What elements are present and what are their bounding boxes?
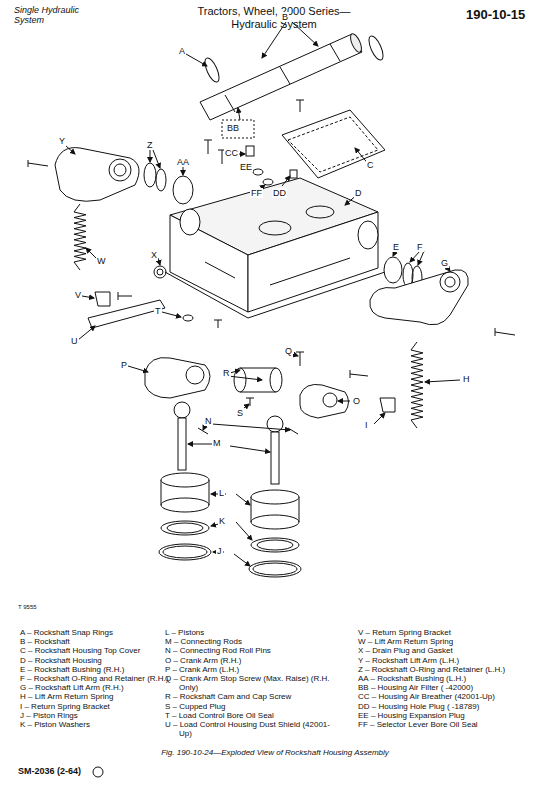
callout-letter: C <box>366 160 375 170</box>
o-ring <box>144 163 156 187</box>
legend-entry: N – Connecting Rod Roll Pins <box>165 646 339 655</box>
callout-letter: V <box>74 290 82 300</box>
bracket <box>95 292 110 306</box>
callout-letter: K <box>218 516 226 526</box>
legend-entry: Q – Crank Arm Stop Screw (Max. Raise) (R… <box>165 674 339 692</box>
legend-entry: M – Connecting Rods <box>165 637 339 646</box>
callout-letter: R <box>222 368 231 378</box>
legend-entry: E – Rockshaft Bushing (R.H.) <box>20 665 176 674</box>
legend-entry: I – Return Spring Bracket <box>20 702 176 711</box>
legend-entry: L – Pistons <box>165 628 339 637</box>
callout-letter: A <box>178 46 186 56</box>
legend-entry: J – Piston Rings <box>20 711 176 720</box>
callout-letter: G <box>440 258 449 268</box>
callout-letter: Z <box>146 140 154 150</box>
callout-letter: O <box>352 396 361 406</box>
callout-letter: FF <box>250 188 263 198</box>
filter-box <box>222 120 254 138</box>
legend-entry: A – Rockshaft Snap Rings <box>20 628 176 637</box>
legend-entry: Z – Rockshaft O-Ring and Retainer (L.H.) <box>358 665 548 674</box>
callout-letter: B <box>281 12 289 22</box>
callout-letter: EE <box>239 162 253 172</box>
legend-entry: X – Drain Plug and Gasket <box>358 646 548 655</box>
callout-letter: D <box>354 188 363 198</box>
dust-shield <box>88 300 165 328</box>
legend-entry: O – Crank Arm (R.H.) <box>165 656 339 665</box>
top-cover <box>282 110 385 178</box>
legend-entry: K – Piston Washers <box>20 720 176 729</box>
legend-entry: CC – Housing Air Breather (42001-Up) <box>358 692 548 701</box>
callout-letter: E <box>392 242 400 252</box>
legend-entry: BB – Housing Air Filter ( -42000) <box>358 683 548 692</box>
footer-code: SM-2036 (2-64) <box>18 766 81 776</box>
rockshaft <box>200 32 364 120</box>
section-header: Single Hydraulic System <box>14 5 94 26</box>
snap-ring <box>202 56 222 84</box>
callout-letter: S <box>236 408 244 418</box>
page-number: 190-10-15 <box>466 8 525 23</box>
callout-letter: N <box>204 416 213 426</box>
lift-arm <box>370 270 468 325</box>
legend-entry: U – Load Control Housing Dust Shield (42… <box>165 720 339 738</box>
callout-letter: DD <box>272 188 287 198</box>
figure-caption: Fig. 190-10-24—Exploded View of Rockshaf… <box>100 748 450 757</box>
return-spring <box>74 204 86 270</box>
legend-entry: C – Rockshaft Housing Top Cover <box>20 646 176 655</box>
callout-letter: T <box>154 306 162 316</box>
callout-letter: W <box>96 256 107 266</box>
callout-letter: J <box>216 546 223 556</box>
legend-entry: FF – Selector Lever Bore Oil Seal <box>358 720 548 729</box>
callout-letter: AA <box>176 157 190 167</box>
page-title: Tractors, Wheel, 2000 Series— Hydraulic … <box>184 5 364 30</box>
legend-entry: P – Crank Arm (L.H.) <box>165 665 339 674</box>
callout-letter: H <box>462 374 471 384</box>
callout-letter: U <box>70 336 79 346</box>
legend-entry: DD – Housing Hole Plug ( -18789) <box>358 702 548 711</box>
callout-letter: CC <box>224 148 239 158</box>
callout-letter: Q <box>284 346 293 356</box>
legend-entry: S – Cupped Plug <box>165 702 339 711</box>
return-spring <box>411 342 423 428</box>
legend-entry: H – Lift Arm Return Spring <box>20 692 176 701</box>
callout-letter: X <box>150 250 158 260</box>
snap-ring <box>366 34 386 62</box>
rockshaft-housing <box>165 178 385 318</box>
leader-lines <box>66 22 460 566</box>
bushing <box>173 176 193 204</box>
legend-entry: T – Load Control Bore Oil Seal <box>165 711 339 720</box>
legend-entry: EE – Housing Expansion Plug <box>358 711 548 720</box>
logo-mark <box>93 767 103 777</box>
legend-entry: F – Rockshaft O-Ring and Retainer (R.H.) <box>20 674 176 683</box>
legend-entry: B – Rockshaft <box>20 637 176 646</box>
legend-entry: Y – Rockshaft Lift Arm (L.H.) <box>358 656 548 665</box>
legend-entry: W – Lift Arm Return Spring <box>358 637 548 646</box>
callout-letter: Y <box>58 136 66 146</box>
callout-letter: M <box>212 438 222 448</box>
legend-entry: D – Rockshaft Housing <box>20 656 176 665</box>
legend-entry: G – Rockshaft Lift Arm (R.H.) <box>20 683 176 692</box>
callout-letter: P <box>120 360 128 370</box>
legend-entry: R – Rockshaft Cam and Cap Screw <box>165 692 339 701</box>
crank-arm <box>145 358 210 398</box>
callout-letter: L <box>218 488 225 498</box>
callout-letter: BB <box>226 123 240 133</box>
lift-arm <box>55 148 139 202</box>
callout-letter: I <box>364 420 369 430</box>
figure-number: T 9555 <box>18 604 37 611</box>
legend-entry: AA – Rockshaft Bushing (L.H.) <box>358 674 548 683</box>
legend-entry: V – Return Spring Bracket <box>358 628 548 637</box>
callout-letter: F <box>416 242 424 252</box>
